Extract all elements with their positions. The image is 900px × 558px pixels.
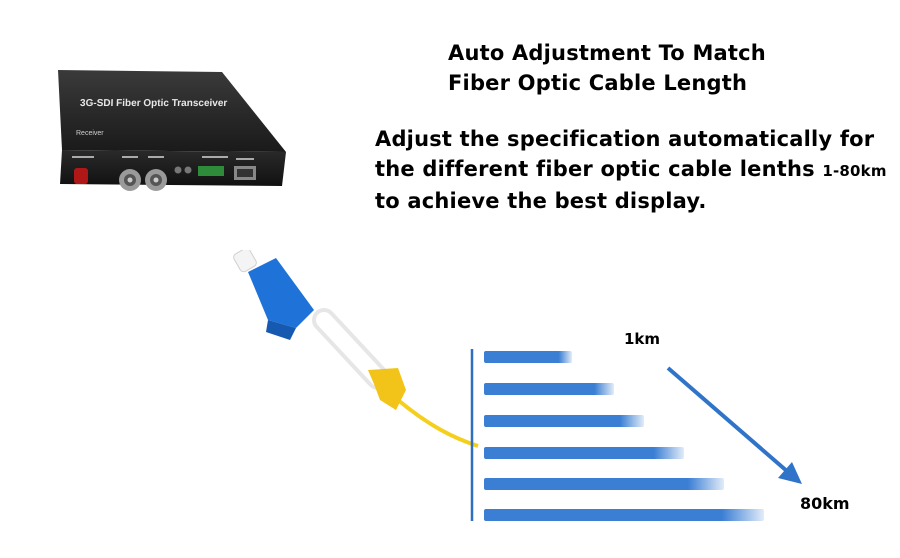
cable-length-bars: [470, 349, 764, 521]
headline-line-2: Fiber Optic Cable Length: [448, 71, 748, 95]
bnc-connector-2: [145, 169, 167, 191]
description: Adjust the specification automatically f…: [375, 124, 887, 216]
length-bar-3: [484, 415, 644, 427]
description-line-1: Adjust the specification automatically f…: [375, 127, 875, 151]
headline: Auto Adjustment To Match Fiber Optic Cab…: [448, 38, 766, 98]
bnc-connector-1: [119, 169, 141, 191]
min-distance-label: 1km: [624, 330, 661, 348]
headline-line-1: Auto Adjustment To Match: [448, 41, 766, 65]
fiber-optic-connector-illustration: [233, 250, 479, 448]
description-line-2: the different fiber optic cable lenths 1…: [375, 154, 887, 186]
length-bar-4: [484, 447, 684, 459]
description-line-2-text: the different fiber optic cable lenths: [375, 157, 815, 181]
arrow-down-right-icon: [666, 366, 802, 484]
device-label: 3G-SDI Fiber Optic Transceiver: [79, 98, 228, 109]
length-bar-6: [484, 509, 764, 521]
description-line-3: to achieve the best display.: [375, 189, 707, 213]
transceiver-device-illustration: [58, 70, 286, 191]
device-sublabel: Receiver: [76, 130, 104, 137]
length-bar-2: [484, 383, 614, 395]
max-distance-label: 80km: [800, 494, 850, 513]
power-button-illustration: [74, 168, 88, 184]
length-bar-1: [484, 351, 572, 363]
range-label: 1-80km: [822, 162, 887, 180]
length-bar-5: [484, 478, 724, 490]
